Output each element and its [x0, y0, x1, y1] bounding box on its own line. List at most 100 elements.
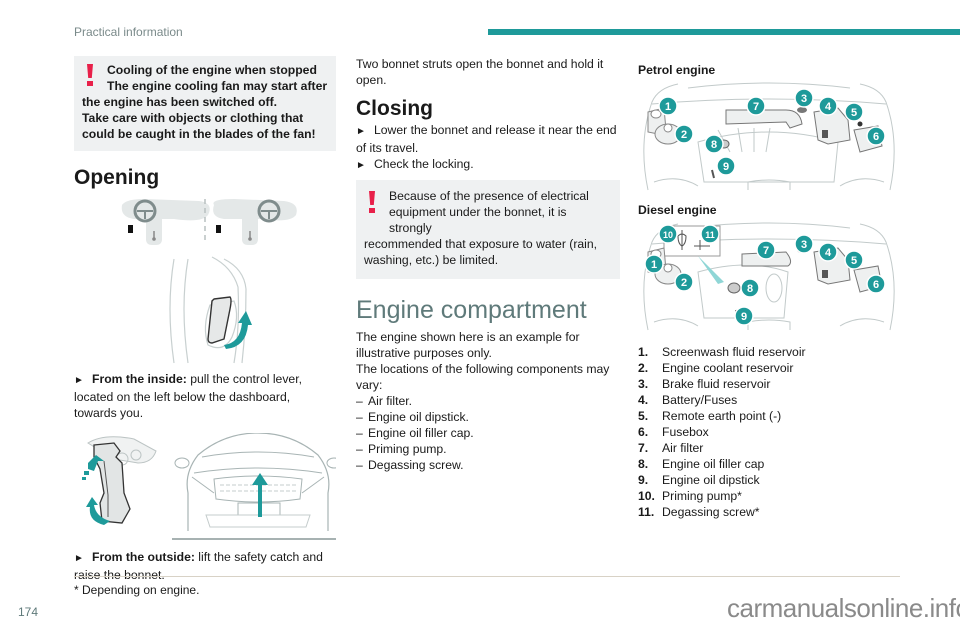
callout-marker — [734, 306, 754, 326]
warning-line: washing, etc.) be limited. — [364, 253, 499, 267]
legend-item: 2.Engine coolant reservoir — [638, 361, 794, 375]
footnote-divider — [74, 576, 900, 577]
warning-line: recommended that exposure to water (rain… — [364, 237, 598, 251]
watermark: carmanualsonline.info — [727, 593, 960, 623]
callout-label: 2 — [681, 277, 687, 289]
inside-instruction: ►From the inside: pull the control lever… — [74, 372, 302, 420]
footnote: * Depending on engine. — [74, 583, 200, 597]
diesel-engine-diagram: 1 2 3 4 5 6 7 8 9 10 11 — [638, 222, 900, 332]
warning-line: Take care with objects or clothing that — [82, 111, 304, 125]
closing-heading: Closing — [356, 97, 433, 120]
callout-label: 6 — [873, 279, 879, 291]
warning-line: the engine has been switched off. — [82, 95, 278, 109]
struts-paragraph: Two bonnet struts open the bonnet and ho… — [356, 57, 604, 87]
callout-marker — [740, 278, 760, 298]
bullet-arrow-icon: ► — [356, 160, 366, 171]
petrol-engine-heading: Petrol engine — [638, 63, 716, 77]
callout-label: 5 — [851, 255, 857, 267]
list-item: –Engine oil dipstick. — [356, 410, 469, 424]
list-item: –Air filter. — [356, 394, 413, 408]
warning-box-cooling: Cooling of the engine when stopped The e… — [74, 56, 336, 151]
callout-label: 3 — [801, 239, 807, 251]
warning-box-water: Because of the presence of electrical eq… — [356, 180, 620, 279]
callout-marker — [818, 96, 838, 116]
engine-paragraph: The locations of the following component… — [356, 362, 610, 392]
callout-marker — [658, 96, 678, 116]
legend-item: 8.Engine oil filler cap — [638, 457, 765, 471]
opening-heading: Opening — [74, 166, 160, 189]
callout-marker — [674, 124, 694, 144]
warning-line: Because of the presence of electrical — [389, 189, 589, 203]
bullet-arrow-icon: ► — [74, 375, 84, 386]
callout-marker — [700, 224, 720, 244]
callout-label: 8 — [747, 283, 753, 295]
callout-label: 1 — [651, 259, 657, 271]
callout-label: 7 — [753, 101, 759, 113]
section-title: Practical information — [74, 25, 183, 39]
callout-marker — [844, 250, 864, 270]
callout-marker — [756, 240, 776, 260]
warning-title: Cooling of the engine when stopped — [107, 63, 317, 77]
callout-label: 10 — [663, 230, 673, 240]
callout-marker — [644, 254, 664, 274]
callout-marker — [866, 126, 886, 146]
legend-item: 4.Battery/Fuses — [638, 393, 738, 407]
legend-item: 3.Brake fluid reservoir — [638, 377, 771, 391]
component-list: –Air filter. –Engine oil dipstick. –Engi… — [356, 393, 620, 473]
callout-label: 9 — [741, 311, 747, 323]
callout-marker — [746, 96, 766, 116]
header-accent-bar — [488, 29, 960, 35]
engine-paragraph: The engine shown here is an example for … — [356, 330, 580, 360]
bullet-arrow-icon: ► — [74, 553, 84, 564]
callout-label: 4 — [825, 247, 832, 259]
legend-item: 11.Degassing screw* — [638, 505, 760, 519]
interior-lever-illustration — [74, 197, 336, 365]
column-middle: Two bonnet struts open the bonnet and ho… — [356, 56, 620, 473]
callout-marker — [704, 134, 724, 154]
list-item: –Engine oil filler cap. — [356, 426, 474, 440]
warning-line: equipment under the bonnet, it is strong… — [389, 205, 567, 235]
callout-marker — [716, 156, 736, 176]
legend-item: 10.Priming pump* — [638, 489, 742, 503]
legend-item: 7.Air filter — [638, 441, 704, 455]
callout-label: 6 — [873, 131, 879, 143]
bullet-arrow-icon: ► — [356, 126, 366, 137]
exterior-catch-illustration — [74, 433, 336, 545]
callout-label: 3 — [801, 93, 807, 105]
exclamation-icon — [86, 64, 94, 86]
warning-line: The engine cooling fan may start after — [107, 79, 328, 93]
callout-label: 2 — [681, 129, 687, 141]
legend-item: 6.Fusebox — [638, 425, 709, 439]
component-legend: 1.Screenwash fluid reservoir 2.Engine co… — [638, 344, 900, 520]
callout-marker — [658, 224, 678, 244]
closing-step: ►Check the locking. — [356, 156, 620, 174]
callout-label: 7 — [763, 245, 769, 257]
callout-marker — [794, 88, 814, 108]
callout-marker — [866, 274, 886, 294]
column-left: Cooling of the engine when stopped The e… — [74, 56, 336, 583]
list-item: –Priming pump. — [356, 442, 447, 456]
callout-label: 1 — [665, 101, 671, 113]
diesel-engine-heading: Diesel engine — [638, 203, 717, 217]
callout-label: 11 — [705, 230, 715, 240]
callout-label: 5 — [851, 107, 857, 119]
callout-label: 4 — [825, 101, 832, 113]
closing-step: ►Lower the bonnet and release it near th… — [356, 123, 617, 155]
exclamation-icon — [368, 191, 376, 213]
engine-compartment-heading: Engine compartment — [356, 296, 587, 324]
column-right: Petrol engine — [638, 56, 900, 520]
callout-marker — [844, 102, 864, 122]
callout-marker — [674, 272, 694, 292]
legend-item: 1.Screenwash fluid reservoir — [638, 345, 806, 359]
list-item: –Degassing screw. — [356, 458, 464, 472]
legend-item: 9.Engine oil dipstick — [638, 473, 760, 487]
page-number: 174 — [18, 605, 39, 619]
callout-marker — [818, 242, 838, 262]
outside-instruction: ►From the outside: lift the safety catch… — [74, 550, 323, 582]
callout-label: 9 — [723, 161, 729, 173]
callout-marker — [794, 234, 814, 254]
callout-label: 8 — [711, 139, 717, 151]
warning-line: could be caught in the blades of the fan… — [82, 127, 316, 141]
legend-item: 5.Remote earth point (-) — [638, 409, 782, 423]
